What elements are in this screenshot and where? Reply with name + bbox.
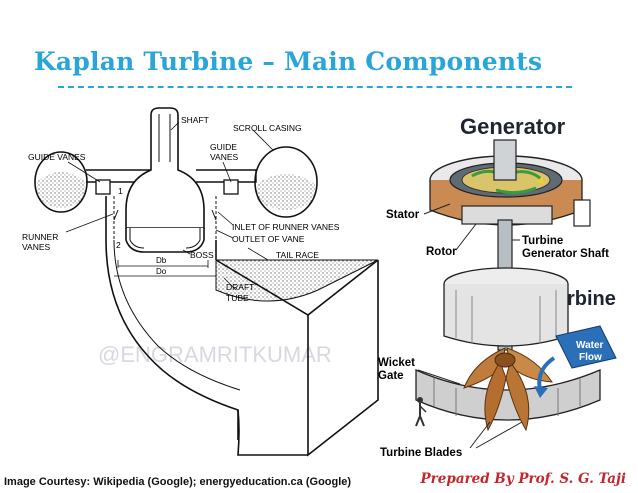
label-rotor: Rotor xyxy=(426,246,457,258)
kaplan-schematic-diagram: @ENGRAMRITKUMAR xyxy=(22,107,379,457)
draft-tube-outer xyxy=(105,196,239,440)
label-guide-vanes-left: GUIDE VANES xyxy=(28,152,86,162)
guide-vane-right xyxy=(223,179,239,195)
label-runner-vanes-2: VANES xyxy=(22,242,51,252)
title-divider xyxy=(58,86,572,88)
label-shaft-2: Generator Shaft xyxy=(522,248,609,260)
image-credit: Image Courtesy: Wikipedia (Google); ener… xyxy=(4,476,352,488)
label-outlet-of-vane: OUTLET OF VANE xyxy=(232,234,305,244)
turbine-blade-4 xyxy=(505,360,530,432)
shaft-shape xyxy=(125,107,205,229)
turbine-blade-3 xyxy=(484,360,507,432)
scroll-casing-right-water xyxy=(257,174,315,210)
label-tail-race: TAIL RACE xyxy=(276,250,319,260)
guide-vane-left xyxy=(95,179,111,195)
slide-title: Kaplan Turbine – Main Components xyxy=(34,47,543,76)
water-flow-badge xyxy=(555,325,617,369)
scroll-casing-left-water xyxy=(37,172,85,208)
label-water-1: Water xyxy=(576,340,604,351)
label-guide-vanes-right-2: VANES xyxy=(210,152,239,162)
label-draft-2: TUBE xyxy=(226,293,249,303)
label-wicket-1: Wicket xyxy=(378,357,415,369)
person-scale-icon xyxy=(415,397,427,427)
generator-turbine-illustration: Generator Stator Rotor Turbine Generator… xyxy=(378,114,617,459)
label-db: Db xyxy=(156,256,167,265)
label-wicket-2: Gate xyxy=(378,370,404,382)
label-guide-vanes-right-1: GUIDE xyxy=(210,142,237,152)
label-mark-2: 2 xyxy=(116,240,121,250)
label-stator: Stator xyxy=(386,209,420,221)
label-turbine-blades: Turbine Blades xyxy=(380,447,462,459)
label-boss: BOSS xyxy=(190,250,214,260)
label-shaft-1: Turbine xyxy=(522,235,563,247)
turbine-hub xyxy=(494,352,516,368)
label-scroll-casing: SCROLL CASING xyxy=(233,123,302,133)
label-mark-1: 1 xyxy=(118,186,123,196)
runner-boss xyxy=(125,228,205,253)
label-runner-vanes-1: RUNNER xyxy=(22,232,58,242)
wicket-gate-ring xyxy=(415,369,601,421)
draft-tube-box xyxy=(307,260,379,457)
label-shaft: SHAFT xyxy=(181,115,209,125)
label-inlet-runner-vanes: INLET OF RUNNER VANES xyxy=(232,222,340,232)
label-draft-1: DRAFT xyxy=(226,282,254,292)
author-credit: Prepared By Prof. S. G. Taji xyxy=(420,471,626,487)
label-water-2: Flow xyxy=(579,352,602,363)
label-generator: Generator xyxy=(460,114,566,139)
watermark-text: @ENGRAMRITKUMAR xyxy=(98,342,332,367)
water-flow-arrow-icon xyxy=(537,356,556,391)
label-do: Do xyxy=(156,267,167,276)
tail-race-water xyxy=(215,259,379,302)
